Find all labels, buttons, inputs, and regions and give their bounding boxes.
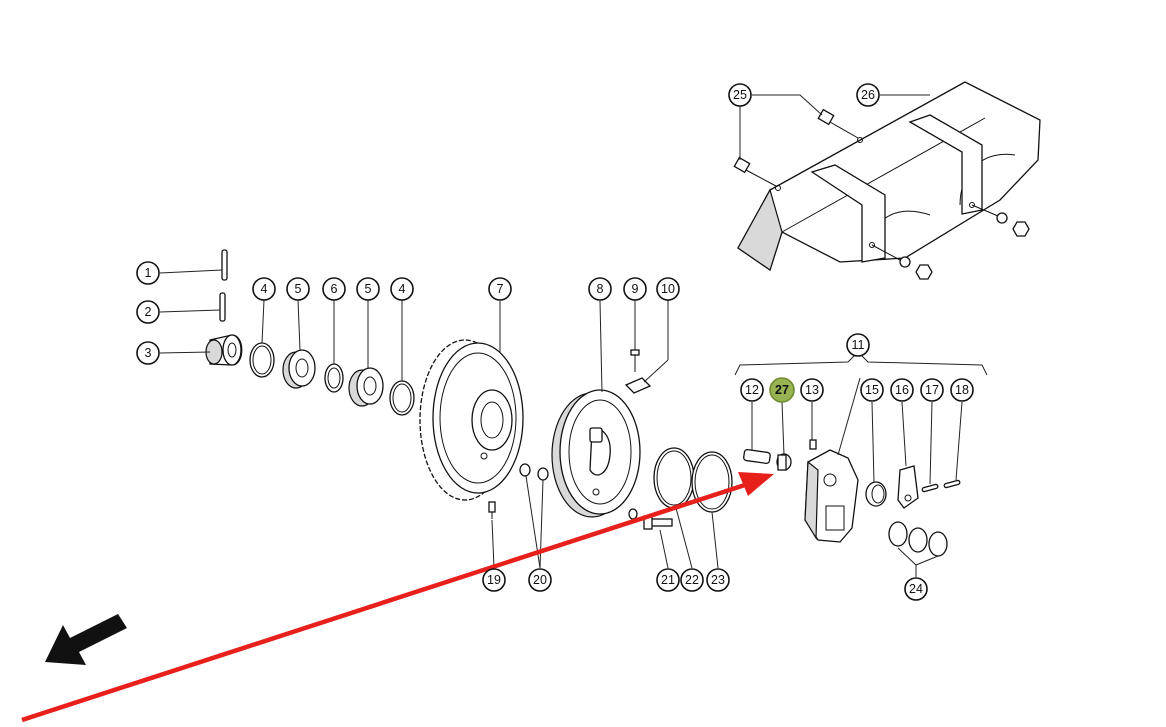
svg-text:4: 4 [261, 282, 268, 296]
callout-27-highlighted: 27 [769, 377, 795, 403]
svg-text:10: 10 [661, 282, 675, 296]
callout-25: 25 [728, 83, 752, 107]
frame-nuts [871, 204, 1030, 280]
svg-text:12: 12 [745, 383, 759, 397]
callout-12: 12 [740, 378, 764, 402]
callout-11: 11 [846, 333, 870, 357]
grease-nipple-19 [488, 501, 496, 519]
bolt-25-top [817, 108, 859, 139]
callout-23: 23 [706, 568, 730, 592]
pin-1 [221, 249, 228, 281]
svg-text:11: 11 [852, 338, 865, 352]
bolt-21 [628, 508, 673, 530]
bushing-3 [205, 334, 243, 366]
svg-text:3: 3 [145, 346, 152, 360]
callout-4-right: 4 [390, 277, 414, 301]
svg-text:6: 6 [331, 282, 338, 296]
guard-frame-assembly [737, 81, 1041, 272]
svg-text:8: 8 [597, 282, 604, 296]
svg-text:15: 15 [865, 383, 879, 397]
lever-housing [804, 449, 859, 543]
lever-16 [897, 465, 919, 509]
callout-3: 3 [136, 341, 160, 365]
callout-19: 19 [482, 568, 506, 592]
svg-text:1: 1 [145, 266, 152, 280]
callout-15: 15 [860, 378, 884, 402]
callout-13: 13 [800, 378, 824, 402]
svg-text:4: 4 [399, 282, 406, 296]
ring-22 [653, 447, 695, 509]
direction-arrow-icon [45, 614, 127, 665]
callout-5-left: 5 [286, 277, 310, 301]
pin-2 [219, 292, 226, 322]
svg-text:21: 21 [661, 573, 675, 587]
callout-26: 26 [856, 83, 880, 107]
circlip-4-left [249, 342, 275, 378]
callout-2: 2 [136, 300, 160, 324]
callout-17: 17 [920, 378, 944, 402]
washer-20 [519, 463, 549, 481]
bolt-25-left [733, 156, 777, 187]
rings-24 [888, 521, 948, 557]
svg-text:20: 20 [533, 573, 547, 587]
svg-text:16: 16 [895, 383, 909, 397]
svg-text:9: 9 [632, 282, 639, 296]
bearing-5-right [348, 367, 384, 407]
ring-6 [324, 363, 344, 393]
svg-text:27: 27 [775, 383, 789, 397]
callout-16: 16 [890, 378, 914, 402]
red-pointer-arrow-icon [21, 472, 774, 723]
svg-text:22: 22 [685, 573, 699, 587]
callout-20: 20 [528, 568, 552, 592]
svg-text:5: 5 [365, 282, 372, 296]
callout-22: 22 [680, 568, 704, 592]
circlip-4-right [389, 380, 415, 416]
svg-text:2: 2 [145, 305, 152, 319]
svg-text:13: 13 [805, 383, 819, 397]
callout-8: 8 [588, 277, 612, 301]
roller-27 [776, 453, 792, 471]
pin-17 [921, 483, 939, 493]
svg-text:7: 7 [497, 282, 504, 296]
svg-text:18: 18 [955, 383, 969, 397]
callout-1: 1 [136, 261, 160, 285]
svg-text:23: 23 [711, 573, 725, 587]
svg-text:5: 5 [295, 282, 302, 296]
leader-lines [159, 94, 963, 577]
callout-9: 9 [623, 277, 647, 301]
svg-text:17: 17 [925, 383, 939, 397]
svg-text:24: 24 [909, 582, 923, 596]
circlip-23 [691, 451, 733, 513]
callout-10: 10 [656, 277, 680, 301]
callout-21: 21 [656, 568, 680, 592]
grease-nipple-13 [809, 439, 817, 450]
pin-18 [943, 479, 961, 489]
callout-24: 24 [904, 577, 928, 601]
callout-18: 18 [950, 378, 974, 402]
callout-6: 6 [322, 277, 346, 301]
bearing-5-left [282, 349, 316, 389]
callout-5-right: 5 [356, 277, 380, 301]
svg-text:19: 19 [487, 573, 501, 587]
disc-8 [551, 389, 641, 518]
gear-7 [419, 339, 524, 501]
callout-4-left: 4 [252, 277, 276, 301]
spring-15 [865, 481, 887, 507]
svg-text:26: 26 [861, 88, 875, 102]
bolt-9 [630, 349, 640, 372]
pin-12 [743, 448, 771, 465]
svg-text:25: 25 [733, 88, 747, 102]
callout-7: 7 [488, 277, 512, 301]
